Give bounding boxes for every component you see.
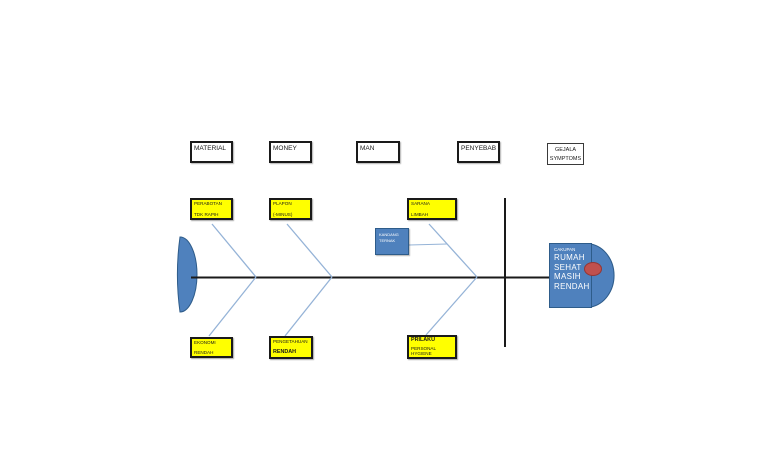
effect-head-box: CAKUPAN RUMAH SEHAT MASIH RENDAH xyxy=(549,243,592,308)
category-label: MONEY xyxy=(273,145,297,152)
fish-eye-shape xyxy=(584,262,602,276)
cause-box-ekonomi: EKONOMI RENDAH xyxy=(190,337,233,358)
cause-box-pengetahuan: PENGETAHUAN RENDAH xyxy=(269,336,313,359)
cause-line2: (-MINUS) xyxy=(273,211,293,217)
branch-line-bottom-1 xyxy=(208,276,257,337)
cause-line2: LIMBAH xyxy=(411,211,429,217)
branch-line-top-1 xyxy=(211,223,257,278)
cause-line2: RENDAH xyxy=(194,349,214,355)
category-label: MATERIAL xyxy=(194,145,227,152)
effect-caption: CAKUPAN xyxy=(554,247,576,252)
category-box-man: MAN xyxy=(356,141,400,163)
cause-line2: PERSONAL HYGIENE xyxy=(411,345,436,356)
cause-box-perabotan: PERABOTAN TDK RAPIH xyxy=(190,198,233,220)
cause-line1: SARANA xyxy=(411,201,430,206)
sub-cause-line2: TERNAK xyxy=(379,238,396,243)
category-label: PENYEBAB xyxy=(461,145,497,152)
category-label: MAN xyxy=(360,145,375,152)
branch-line-top-3 xyxy=(428,223,478,278)
category-box-penyebab: PENYEBAB xyxy=(457,141,500,163)
sub-cause-box-kandang-ternak: KANDANG TERNAK xyxy=(375,228,409,255)
category-box-money: MONEY xyxy=(269,141,312,163)
effect-line1: RUMAH xyxy=(554,253,585,263)
branch-line-bottom-2 xyxy=(284,276,333,337)
cause-box-plapon: PLAPON (-MINUS) xyxy=(269,198,312,220)
branch-line-top-2 xyxy=(286,223,333,278)
effect-line3: MASIH xyxy=(554,272,581,282)
symptom-label-line2: SYMPTOMS xyxy=(549,155,582,162)
cause-line1: PRILAKU xyxy=(411,337,435,343)
branch-line-bottom-3 xyxy=(425,276,478,336)
fish-head-curve-shape xyxy=(590,243,615,308)
cause-line1: EKONOMI xyxy=(194,340,216,345)
effect-line2: SEHAT xyxy=(554,262,582,272)
cause-line2: TDK RAPIH xyxy=(194,211,219,217)
symptom-label-box: GEJALA SYMPTOMS xyxy=(547,143,584,165)
cause-line2: RENDAH xyxy=(273,349,297,356)
symptom-label-line1: GEJALA xyxy=(554,147,577,153)
sub-cause-line1: KANDANG xyxy=(379,232,399,237)
cause-box-sarana: SARANA LIMBAH xyxy=(407,198,457,220)
fish-tail-shape xyxy=(176,236,198,313)
category-box-material: MATERIAL xyxy=(190,141,233,163)
effect-line4: RENDAH xyxy=(554,281,590,291)
cause-line1: PLAPON xyxy=(273,201,292,206)
cause-line1: PERABOTAN xyxy=(194,201,222,206)
sub-cause-connector-line xyxy=(408,243,448,246)
cause-line1: PENGETAHUAN xyxy=(273,339,308,344)
cause-box-prilaku: PRILAKU PERSONAL HYGIENE xyxy=(407,335,457,359)
